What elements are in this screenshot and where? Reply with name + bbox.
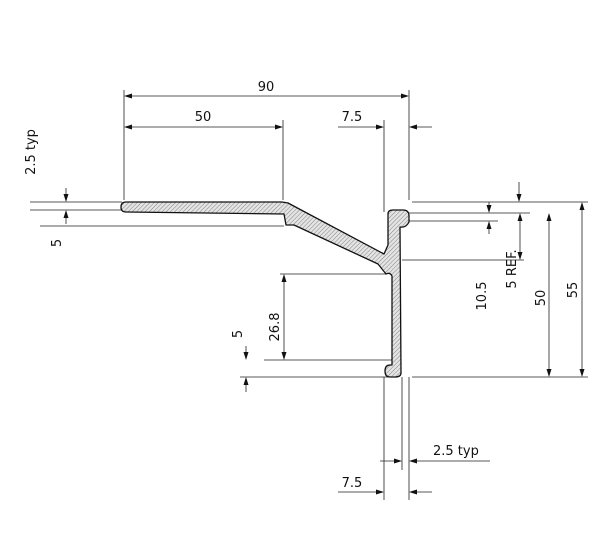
dim-lip-top: 7.5: [342, 110, 363, 125]
dim-step: 5: [50, 239, 65, 247]
dim-rib-height: 26.8: [268, 313, 283, 342]
extension-lines: [30, 90, 588, 500]
dim-thickness-right: 2.5 typ: [433, 444, 479, 459]
dim-thickness-top: 2.5 typ: [24, 129, 39, 175]
dim-flange-width: 50: [195, 110, 212, 125]
dim-overall-height: 55: [566, 282, 581, 299]
dim-channel-height: 50: [534, 290, 549, 307]
dim-lip-bottom: 7.5: [342, 476, 363, 491]
aluminium-profile: [120, 201, 410, 378]
dim-bottom-lip: 5: [231, 330, 246, 338]
dimension-lines: [63, 93, 585, 495]
dim-overall-width: 90: [258, 80, 275, 95]
dim-notch: 10.5: [475, 282, 490, 311]
dim-ref: 5 REF.: [505, 249, 520, 288]
